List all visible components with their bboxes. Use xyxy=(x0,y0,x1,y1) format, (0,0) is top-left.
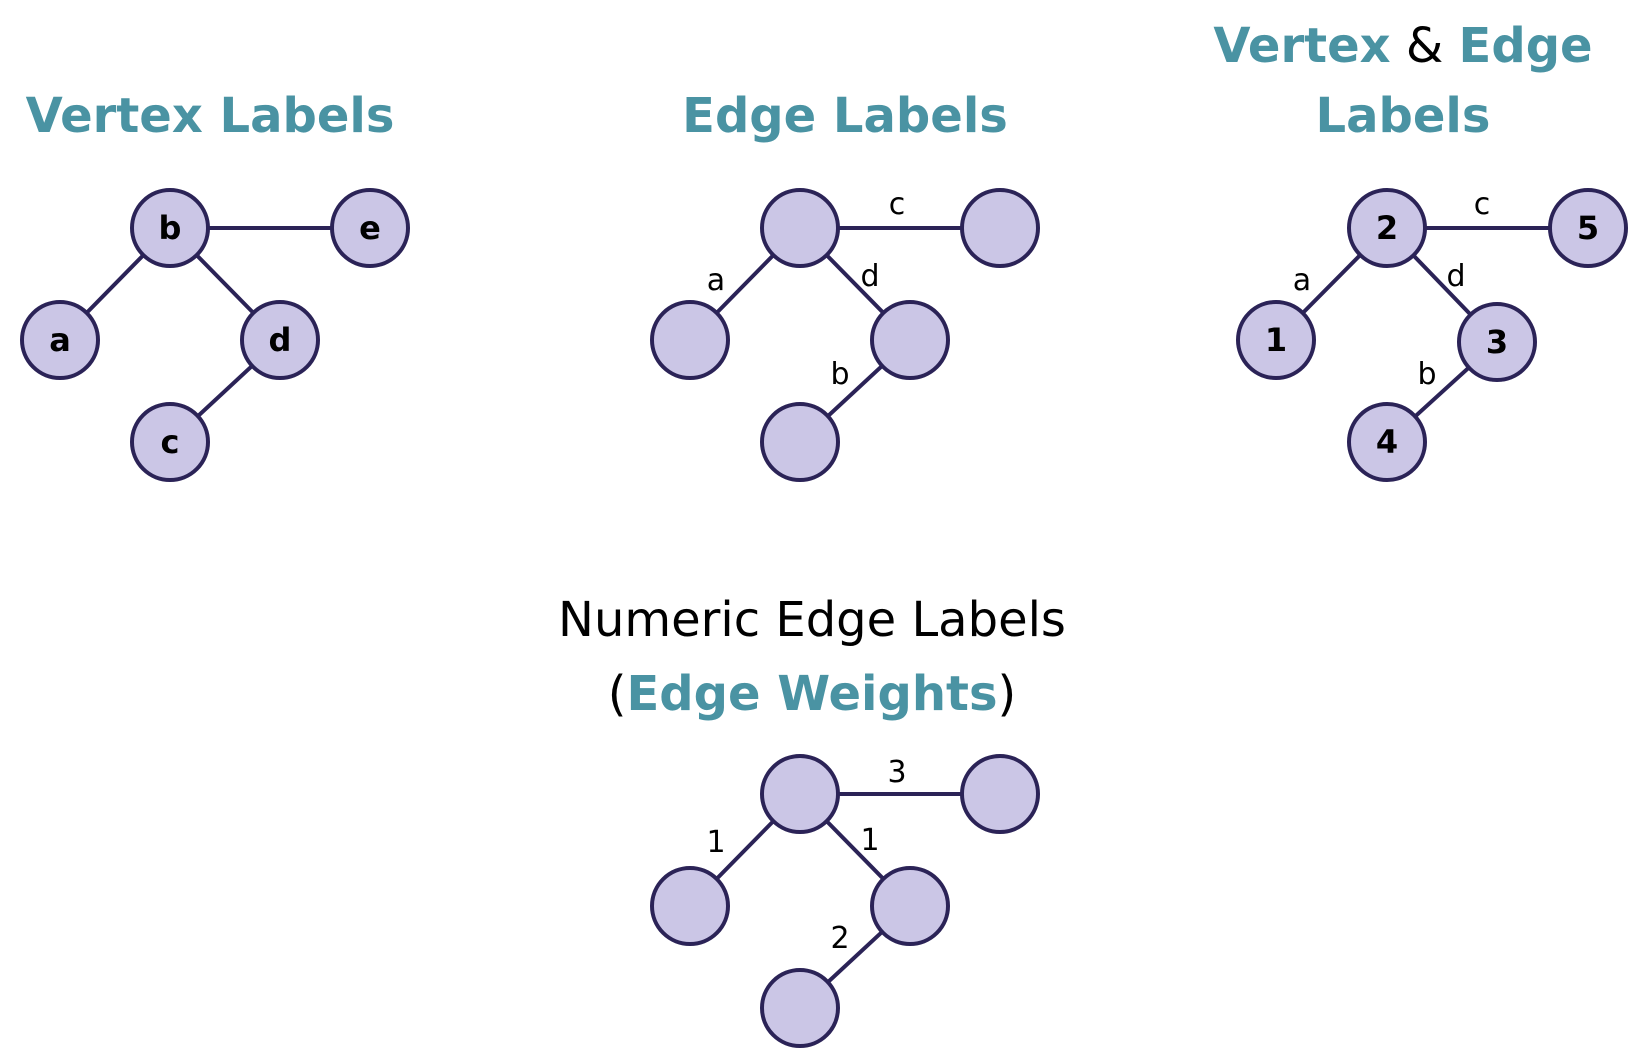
node-c xyxy=(130,402,210,482)
panel-title-line: (Edge Weights) xyxy=(608,666,1017,722)
node-label: e xyxy=(359,209,381,247)
node-n5 xyxy=(760,402,840,482)
node-e xyxy=(330,188,410,268)
edge-label: c xyxy=(889,187,906,222)
node-w3 xyxy=(650,866,730,946)
panel-title-line: Vertex Labels xyxy=(26,88,395,144)
node-w5 xyxy=(760,968,840,1048)
title-segment: Edge Labels xyxy=(682,88,1008,144)
edge-label: d xyxy=(860,259,879,294)
edge-label: a xyxy=(1293,263,1311,298)
panel-edge-labels: Edge Labels c a d b xyxy=(650,88,1040,482)
node-n1 xyxy=(760,188,840,268)
node-label: c xyxy=(161,423,180,461)
node-w4 xyxy=(870,866,950,946)
node-n4 xyxy=(870,300,950,380)
panel-vertex-labels: Vertex Labels b e a d c xyxy=(20,88,410,482)
title-segment: ( xyxy=(608,666,627,722)
edge-label: 3 xyxy=(887,755,906,790)
node-label: b xyxy=(159,209,182,247)
node-n2 xyxy=(960,188,1040,268)
edge-label: 1 xyxy=(706,825,725,860)
node-label: 1 xyxy=(1265,321,1287,359)
edge-label: b xyxy=(830,357,849,392)
node-v5 xyxy=(1548,188,1628,268)
panel-title-line: Labels xyxy=(1316,88,1491,144)
node-label: 5 xyxy=(1577,209,1599,247)
panel-title-line: Edge Labels xyxy=(682,88,1008,144)
node-w2 xyxy=(960,754,1040,834)
title-segment: Numeric Edge Labels xyxy=(558,592,1066,648)
edge-label: d xyxy=(1446,259,1465,294)
title-segment: ) xyxy=(998,666,1017,722)
node-label: 3 xyxy=(1486,323,1508,361)
panel-title-line: Vertex & Edge xyxy=(1213,18,1592,74)
title-segment: Vertex xyxy=(1213,18,1390,74)
node-v1 xyxy=(1236,300,1316,380)
node-d xyxy=(240,300,320,380)
node-b xyxy=(130,188,210,268)
node-w1 xyxy=(760,754,840,834)
title-segment: & xyxy=(1391,18,1459,74)
edge-label: b xyxy=(1417,357,1436,392)
edge-label: c xyxy=(1474,187,1491,222)
node-v3 xyxy=(1457,302,1537,382)
title-segment: Labels xyxy=(1316,88,1491,144)
title-segment: Edge Weights xyxy=(626,666,997,722)
node-v2 xyxy=(1347,188,1427,268)
title-segment: Vertex Labels xyxy=(26,88,395,144)
node-label: d xyxy=(269,321,292,359)
panel-title-line: Numeric Edge Labels xyxy=(558,592,1066,648)
node-label: a xyxy=(49,321,71,359)
edge-label: a xyxy=(707,263,725,298)
node-label: 2 xyxy=(1376,209,1398,247)
node-v4 xyxy=(1347,402,1427,482)
node-a xyxy=(20,300,100,380)
edge-label: 2 xyxy=(830,921,849,956)
node-n3 xyxy=(650,300,730,380)
node-label: 4 xyxy=(1376,423,1398,461)
title-segment: Edge xyxy=(1459,18,1593,74)
edge-label: 1 xyxy=(860,823,879,858)
